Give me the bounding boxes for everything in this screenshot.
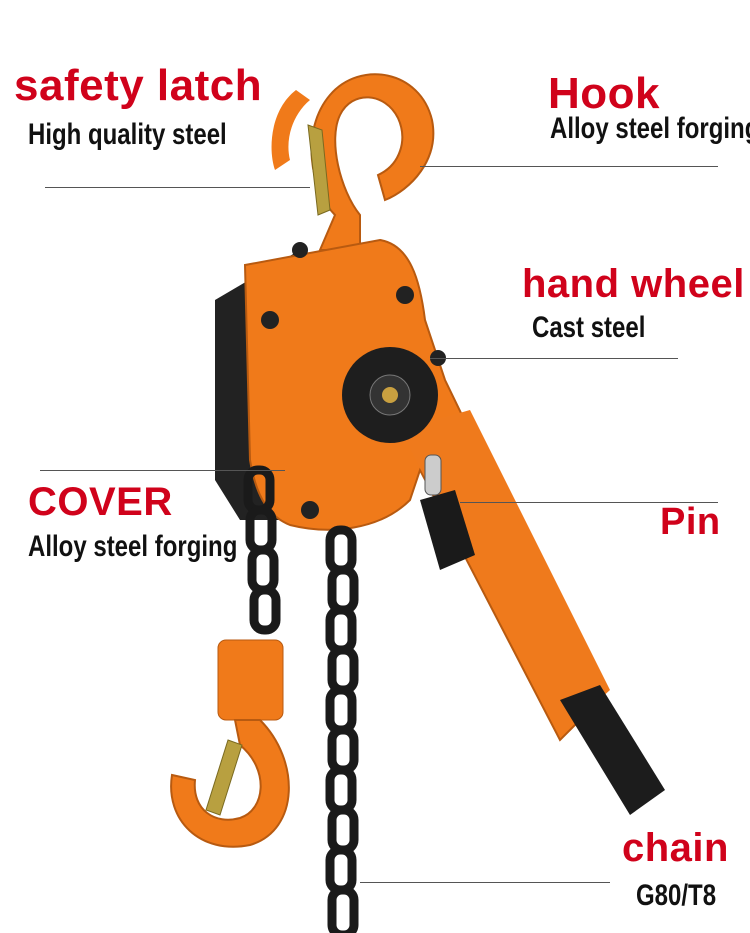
label-cover-title: COVER [28, 480, 173, 524]
handle-grip [560, 685, 665, 815]
label-chain-sub: G80/T8 [636, 879, 717, 912]
chain-left [243, 465, 281, 635]
leader-line-pin [460, 502, 718, 503]
bottom-hook-block [217, 639, 284, 721]
label-hook-title: Hook [548, 69, 660, 118]
leader-line-chain [360, 882, 610, 883]
leader-line-cover [40, 470, 285, 471]
label-safety-latch-title: safety latch [14, 61, 263, 110]
pin [424, 454, 442, 496]
leader-line-hook [420, 166, 718, 167]
label-chain-title: chain [622, 826, 729, 870]
label-hand-wheel-title: hand wheel [522, 262, 745, 306]
label-cover-sub: Alloy steel forging [28, 530, 238, 563]
bottom-safety-latch [205, 739, 243, 816]
top-hook [310, 73, 435, 251]
nameplate [420, 490, 475, 570]
leader-line-hand-wheel [430, 358, 678, 359]
label-pin-title: Pin [660, 501, 721, 543]
leader-line-safety-latch [45, 187, 310, 188]
top-safety-latch [307, 124, 331, 216]
chain-right [325, 525, 359, 933]
label-hook-sub: Alloy steel forging [550, 112, 750, 145]
bottom-hook [170, 719, 290, 848]
label-hand-wheel-sub: Cast steel [532, 311, 646, 344]
label-safety-latch-sub: High quality steel [28, 118, 227, 151]
